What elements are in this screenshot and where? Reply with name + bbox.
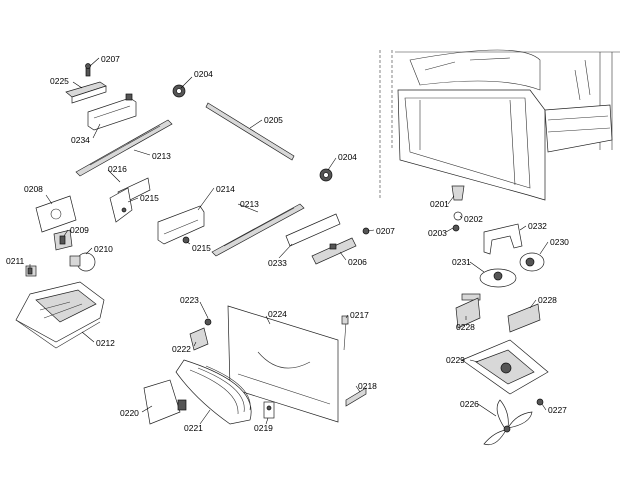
part-0211-connector: [25, 265, 37, 277]
callout-0215: 0215: [192, 243, 211, 253]
part-0202-washer: [453, 211, 463, 221]
callout-0204: 0204: [338, 152, 357, 162]
callout-0211: 0211: [6, 256, 25, 266]
part-0230-fan-motor: [519, 252, 545, 272]
part-0234-bracket: [87, 93, 137, 131]
part-0218-rod: [345, 387, 367, 407]
callout-0206: 0206: [348, 257, 367, 267]
callout-0227: 0227: [548, 405, 567, 415]
part-0206-sensor-bracket: [311, 237, 357, 265]
callout-0223: 0223: [180, 295, 199, 305]
part-0213-slide-rail-b: [211, 203, 305, 257]
callout-0217: 0217: [350, 310, 369, 320]
part-0228-pad-b: [507, 303, 541, 333]
part-0215-bracket-b: [182, 236, 190, 244]
callout-0214: 0214: [216, 184, 235, 194]
part-0204-roller-a: [172, 84, 186, 98]
part-0213-slide-rail-a: [75, 119, 173, 177]
part-0210-light-bulb: [69, 252, 96, 272]
callout-0207: 0207: [376, 226, 395, 236]
callout-0218: 0218: [358, 381, 377, 391]
callout-0212: 0212: [96, 338, 115, 348]
part-0209-lamp-socket: [53, 229, 73, 251]
callout-0228: 0228: [456, 322, 475, 332]
callout-0233: 0233: [268, 258, 287, 268]
callout-0234: 0234: [71, 135, 90, 145]
part-0217-sensor: [341, 315, 349, 351]
part-0224-rear-panel: [227, 305, 339, 423]
cabinet-drawer-assembly: [379, 49, 620, 201]
part-0208-insulation-pad: [35, 195, 77, 233]
part-0222-fan-mount: [189, 327, 209, 351]
callout-0230: 0230: [550, 237, 569, 247]
part-0219-clip: [263, 401, 275, 419]
callout-0221: 0221: [184, 423, 203, 433]
callout-0202: 0202: [464, 214, 483, 224]
callout-0231: 0231: [452, 257, 471, 267]
part-0232-motor-bracket: [483, 223, 523, 255]
part-0212-lamp-cover: [15, 281, 105, 349]
callout-0205: 0205: [264, 115, 283, 125]
part-0231-motor-housing: [461, 268, 517, 301]
callout-0229: 0229: [446, 355, 465, 365]
part-0221-grille: [175, 359, 252, 425]
callout-0213: 0213: [152, 151, 171, 161]
part-0215-bracket-a: [109, 187, 133, 223]
callout-0213: 0213: [240, 199, 259, 209]
part-0223-screw: [204, 318, 212, 326]
callout-0220: 0220: [120, 408, 139, 418]
part-0226-fan-blade: [483, 399, 533, 446]
callout-0232: 0232: [528, 221, 547, 231]
part-0227-screw: [536, 398, 544, 406]
part-0225-rail-holder: [65, 81, 107, 104]
part-0229-fan-shroud: [461, 339, 549, 395]
leader-lines: [29, 57, 549, 425]
callout-0215: 0215: [140, 193, 159, 203]
callout-0203: 0203: [428, 228, 447, 238]
part-0203-nut: [452, 224, 460, 232]
callout-0226: 0226: [460, 399, 479, 409]
callout-0204: 0204: [194, 69, 213, 79]
callout-0207: 0207: [101, 54, 120, 64]
part-0228-pad-a: [455, 297, 481, 329]
part-0207a: [85, 63, 91, 77]
callout-0219: 0219: [254, 423, 273, 433]
callout-0222: 0222: [172, 344, 191, 354]
callout-labels: 0207 0225 0234 0204 0205 0204 0213 0216 …: [6, 54, 569, 433]
callout-0201: 0201: [430, 199, 449, 209]
part-0220-air-duct: [143, 379, 187, 425]
part-0233-rail-cover: [285, 213, 341, 247]
callout-0224: 0224: [268, 309, 287, 319]
part-0214-bracket: [157, 205, 205, 245]
part-0204-roller-b: [319, 168, 333, 182]
callout-0208: 0208: [24, 184, 43, 194]
callout-0210: 0210: [94, 244, 113, 254]
part-0205-shaft: [205, 102, 295, 161]
callout-0216: 0216: [108, 164, 127, 174]
callout-0225: 0225: [50, 76, 69, 86]
callout-0209: 0209: [70, 225, 89, 235]
part-0201-grommet: [451, 185, 465, 201]
callout-0228: 0228: [538, 295, 557, 305]
